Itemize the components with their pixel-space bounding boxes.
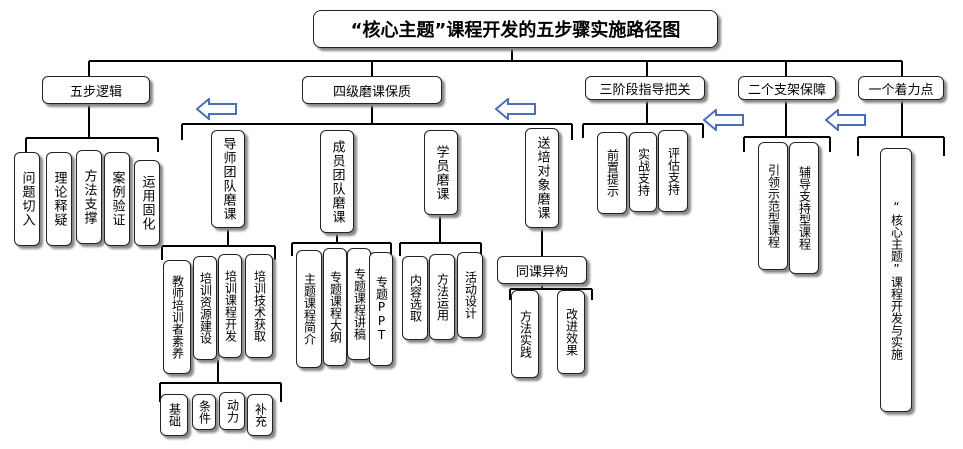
- node-student-label: 学员磨课: [433, 144, 449, 201]
- mentor-sub-label: 基础: [167, 403, 182, 427]
- node-two-support: 二个支架保障: [738, 76, 836, 100]
- node-member-team: 成员团队磨课: [320, 130, 354, 233]
- node-three-stage: 三阶段指导把关: [585, 76, 705, 100]
- node-same-course: 同课异构: [497, 256, 587, 284]
- two-support-label: 辅导支持型课程: [797, 166, 812, 250]
- node-send-target-label: 送培对象磨课: [534, 136, 550, 220]
- diagram-title-text: “核心主题”课程开发的五步骤实施路径图: [350, 20, 681, 41]
- three-stage-item: 实战支持: [629, 132, 657, 212]
- two-support-item: 引领示范型课程: [758, 142, 788, 270]
- two-support-item: 辅导支持型课程: [789, 142, 819, 274]
- five-step-item: 方法支撑: [76, 150, 102, 244]
- mentor-item: 培训资源建设: [193, 256, 217, 360]
- node-five-steps: 五步逻辑: [42, 76, 150, 104]
- node-send-target: 送培对象磨课: [525, 128, 559, 228]
- node-four-level: 四级磨课保质: [302, 76, 442, 104]
- arrow-left-icon: [825, 109, 866, 131]
- node-student: 学员磨课: [424, 130, 458, 215]
- diagram-title: “核心主题”课程开发的五步骤实施路径图: [313, 10, 718, 48]
- mentor-sub-item: 动力: [219, 392, 245, 430]
- mentor-sub-label: 动力: [225, 399, 240, 423]
- mentor-sub-item: 补充: [247, 394, 273, 436]
- send-sub-label: 方法实践: [518, 310, 533, 358]
- arrow-left-icon: [703, 109, 744, 131]
- mentor-item-label: 教师培训者素养: [170, 275, 185, 359]
- send-sub-item: 改进效果: [557, 290, 585, 374]
- five-step-label: 理论释疑: [51, 171, 67, 227]
- mentor-sub-item: 条件: [192, 394, 216, 430]
- send-sub-label: 改进效果: [564, 308, 579, 356]
- member-item-label: 专题课程讲稿: [352, 268, 367, 340]
- node-one-focus-label: 一个着力点: [868, 82, 934, 98]
- mentor-sub-label: 补充: [253, 403, 268, 427]
- three-stage-label: 评估支持: [666, 147, 681, 195]
- node-member-team-label: 成员团队磨课: [329, 139, 345, 224]
- member-item-label: 主题课程简介: [302, 273, 317, 345]
- student-item-label: 内容选取: [408, 274, 423, 322]
- three-stage-label: 实战支持: [636, 148, 651, 196]
- student-item: 内容选取: [402, 256, 428, 340]
- member-item-label: 专题课程大纲: [328, 271, 343, 343]
- student-item: 活动设计: [457, 252, 483, 338]
- student-item: 方法运用: [429, 254, 455, 340]
- mentor-item: 培训课程开发: [218, 254, 242, 358]
- five-step-label: 方法支撑: [81, 169, 97, 225]
- arrow-left-icon: [495, 98, 536, 120]
- five-step-label: 问题切入: [19, 171, 35, 227]
- member-item: 专题PPT: [369, 252, 393, 366]
- mentor-item: 教师培训者素养: [163, 260, 191, 374]
- mentor-item-label: 培训资源建设: [198, 272, 213, 344]
- member-item: 专题课程大纲: [323, 248, 347, 366]
- five-step-item: 问题切入: [14, 152, 40, 246]
- arrow-left-icon: [196, 98, 237, 120]
- student-item-label: 方法运用: [435, 273, 450, 321]
- three-stage-label: 前置提示: [605, 149, 620, 197]
- node-mentor-team-label: 导师团队磨课: [220, 137, 236, 221]
- send-sub-item: 方法实践: [511, 290, 539, 378]
- node-two-support-label: 二个支架保障: [747, 82, 826, 98]
- three-stage-item: 前置提示: [597, 132, 627, 214]
- three-stage-item: 评估支持: [658, 130, 688, 212]
- five-step-item: 案例验证: [104, 152, 130, 246]
- five-step-label: 运用固化: [139, 175, 155, 231]
- node-four-level-label: 四级磨课保质: [332, 84, 411, 100]
- node-one-focus: 一个着力点: [858, 76, 944, 100]
- five-step-item: 运用固化: [134, 160, 160, 246]
- mentor-item-label: 培训技术获取: [252, 270, 267, 342]
- five-step-label: 案例验证: [109, 171, 125, 227]
- two-support-label: 引领示范型课程: [766, 164, 781, 248]
- student-item-label: 活动设计: [463, 271, 478, 319]
- mentor-item-label: 培训课程开发: [223, 270, 238, 342]
- node-mentor-team: 导师团队磨课: [211, 130, 245, 228]
- one-focus-label: “核心主题”课程开发与实施: [889, 200, 904, 360]
- member-item-label: 专题PPT: [374, 276, 389, 342]
- mentor-sub-item: 基础: [160, 394, 188, 436]
- node-three-stage-label: 三阶段指导把关: [599, 82, 691, 98]
- member-item: 专题课程讲稿: [347, 248, 371, 360]
- five-step-item: 理论释疑: [46, 152, 72, 246]
- one-focus-item: “核心主题”课程开发与实施: [880, 148, 912, 412]
- node-same-course-label: 同课异构: [515, 264, 568, 280]
- member-item: 主题课程简介: [296, 250, 322, 368]
- node-five-steps-label: 五步逻辑: [69, 84, 122, 100]
- mentor-item: 培训技术获取: [245, 254, 273, 358]
- mentor-sub-label: 条件: [197, 400, 212, 424]
